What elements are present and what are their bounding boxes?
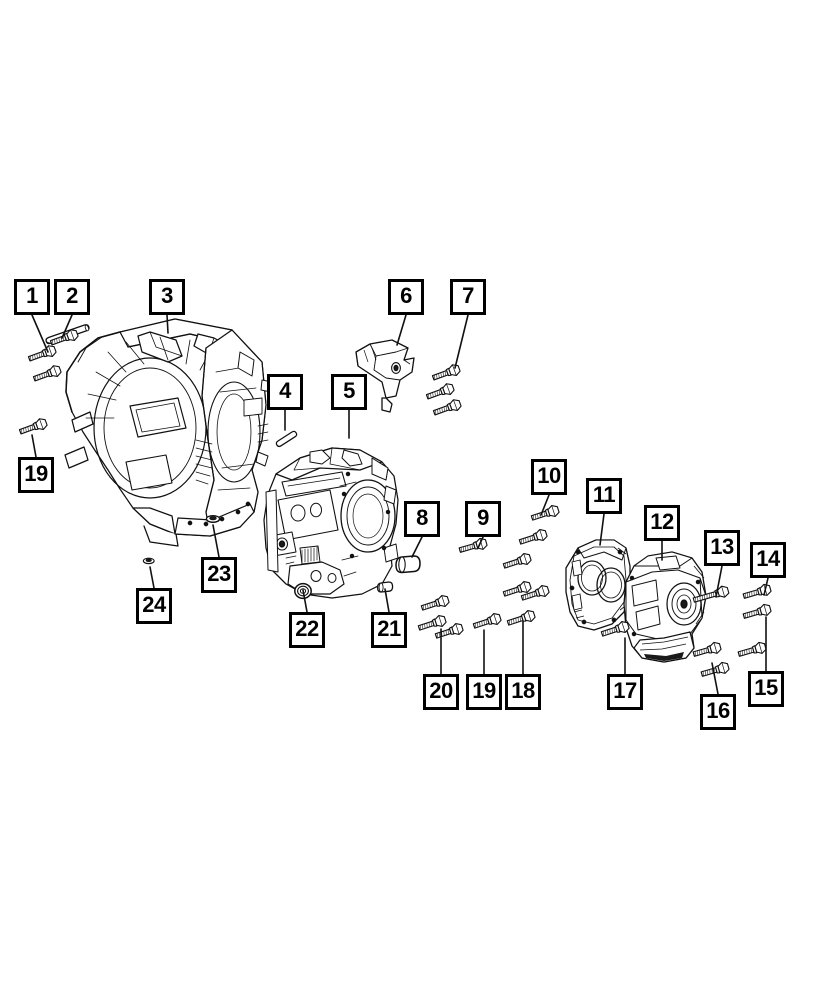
callout-number-text: 12 (650, 509, 674, 534)
callout-20-bolt[interactable]: 20 (423, 674, 459, 710)
leader-line-11 (599, 513, 605, 546)
leader-line-9 (477, 536, 484, 549)
part-clutch-housing-3 (64, 318, 273, 547)
callout-number-text: 5 (343, 378, 355, 403)
part-bolt-18c (505, 608, 537, 629)
part-plug-23 (205, 514, 221, 524)
leader-line-3 (166, 314, 169, 334)
callout-6-mount-bracket[interactable]: 6 (388, 279, 424, 315)
part-bolt-14b (741, 602, 773, 623)
callout-number-text: 6 (400, 283, 412, 308)
leader-line-19 (31, 434, 37, 458)
callout-number-text: 2 (66, 283, 78, 308)
part-gear-case-5 (263, 447, 399, 599)
callout-1-bolt[interactable]: 1 (14, 279, 50, 315)
part-bolt-7c (431, 397, 463, 419)
callout-number-text: 10 (537, 463, 561, 488)
leader-line-21 (384, 588, 390, 613)
callout-4-dowel-pin-small[interactable]: 4 (267, 374, 303, 410)
callout-10-bolt[interactable]: 10 (531, 459, 567, 495)
leader-line-16 (711, 662, 719, 695)
callout-number-text: 4 (279, 378, 291, 403)
callout-number-text: 18 (511, 678, 535, 703)
part-bushing-21 (376, 581, 394, 593)
callout-number-text: 19 (24, 461, 48, 486)
part-bolt-7a (430, 362, 462, 384)
callout-19-bolt[interactable]: 19 (18, 457, 54, 493)
part-bolt-18a (501, 551, 533, 572)
leader-line-2 (61, 314, 73, 339)
callout-number-text: 16 (706, 698, 730, 723)
callout-number-text: 3 (161, 283, 173, 308)
part-bolt-20a (419, 593, 451, 614)
callout-number-text: 1 (26, 283, 38, 308)
callout-leader-lines (31, 314, 769, 695)
callout-number-text: 22 (295, 616, 319, 641)
leader-line-24 (149, 566, 155, 589)
callout-number-text: 21 (377, 616, 401, 641)
leader-line-14 (763, 577, 769, 596)
leader-line-1 (31, 314, 49, 353)
callout-number-text: 23 (207, 561, 231, 586)
callout-number-text: 15 (754, 675, 778, 700)
callout-11-end-cover-plate[interactable]: 11 (586, 478, 622, 514)
callout-number-text: 14 (756, 546, 780, 571)
callout-7-bolt[interactable]: 7 (450, 279, 486, 315)
part-bolt-15 (736, 640, 768, 661)
part-bolt-14a (741, 582, 773, 603)
leader-line-6 (396, 314, 407, 346)
callout-17-bolt[interactable]: 17 (607, 674, 643, 710)
part-bolt-19a (517, 527, 549, 548)
part-oil-seal-plug-22 (294, 582, 312, 600)
callout-21-bushing-small[interactable]: 21 (371, 612, 407, 648)
leader-line-8 (411, 536, 423, 558)
callout-5-gear-case[interactable]: 5 (331, 374, 367, 410)
part-bushing-8 (395, 555, 421, 574)
callout-13-bolt[interactable]: 13 (704, 530, 740, 566)
callout-24-plug[interactable]: 24 (136, 588, 172, 624)
part-bolt-7b (424, 381, 456, 403)
part-bolt-19b (471, 611, 503, 632)
leader-line-7 (454, 314, 469, 369)
leader-line-22 (302, 589, 308, 613)
leader-line-23 (212, 524, 220, 558)
part-bolt-9 (457, 536, 489, 557)
part-dowel-pin-4 (275, 430, 298, 448)
part-bolt-1c (31, 363, 63, 385)
callout-2-dowel-pin[interactable]: 2 (54, 279, 90, 315)
callout-number-text: 19 (472, 678, 496, 703)
part-bolt-10 (529, 503, 561, 524)
callout-number-text: 11 (592, 482, 616, 507)
callout-22-oil-seal-plug[interactable]: 22 (289, 612, 325, 648)
callout-14-bolt[interactable]: 14 (750, 542, 786, 578)
callout-12-extension-housing[interactable]: 12 (644, 505, 680, 541)
callout-number-text: 9 (477, 505, 489, 530)
leader-line-13 (715, 565, 723, 598)
callout-15-bolt[interactable]: 15 (748, 671, 784, 707)
leader-line-10 (540, 494, 550, 516)
callout-number-text: 17 (613, 678, 637, 703)
callout-16-bolt[interactable]: 16 (700, 694, 736, 730)
callout-number-text: 24 (142, 592, 166, 617)
callout-number-text: 20 (429, 678, 453, 703)
callout-18-bolt[interactable]: 18 (505, 674, 541, 710)
callout-19-bolt[interactable]: 19 (466, 674, 502, 710)
part-mount-bracket-6 (355, 339, 415, 413)
part-bolt-20b (416, 613, 448, 634)
callout-number-text: 8 (416, 505, 428, 530)
callout-number-text: 7 (462, 283, 474, 308)
part-bolt-19-left (17, 416, 49, 438)
callout-number-text: 13 (710, 534, 734, 559)
part-end-cover-plate-11 (565, 539, 631, 631)
part-extension-housing-12 (623, 551, 707, 663)
part-plug-24 (142, 557, 155, 565)
callout-9-bolt[interactable]: 9 (465, 501, 501, 537)
callout-23-plug[interactable]: 23 (201, 557, 237, 593)
part-bolt-1a (26, 343, 58, 365)
callout-8-bushing[interactable]: 8 (404, 501, 440, 537)
callout-3-clutch-housing[interactable]: 3 (149, 279, 185, 315)
part-bolt-16a (691, 640, 723, 661)
